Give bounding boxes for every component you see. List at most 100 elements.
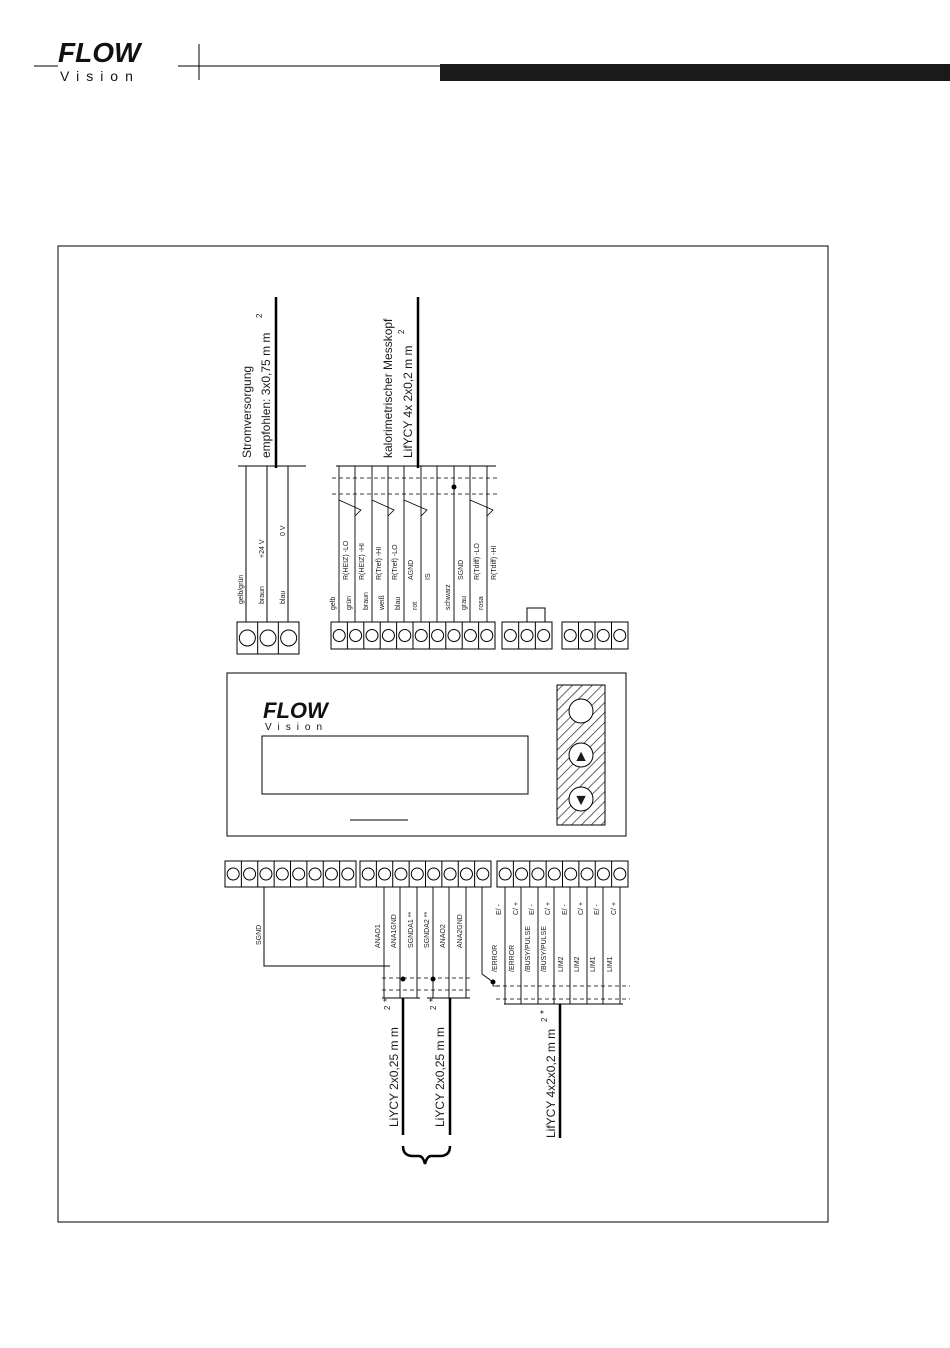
sensor-terminal-4[interactable] [381,629,395,642]
digital-terminal-7[interactable] [596,867,610,881]
header-bar [440,64,950,81]
sensor-terminal-3[interactable] [365,629,379,642]
jumper-terminal-1[interactable] [503,629,517,642]
bottom-left-terminal-1[interactable] [226,867,240,881]
digital-terminal-5[interactable] [564,867,578,881]
digital-signal-a-8: LIM1 [607,956,614,972]
sensor-head: kalorimetrischer Messkopf LifYCY 4x 2x0,… [330,297,500,650]
analog-cable-1-sup: 2 [383,1005,392,1010]
digital-terminal-8[interactable] [613,867,627,881]
power-color-3: blau [280,591,287,604]
sensor-signal-3: R(Tref) -HI [376,547,383,580]
digital-signal-a-7: LIM1 [590,956,597,972]
analog-terminal-5[interactable] [427,867,441,881]
digital-signal-a-4: /BUSY/PULSE [541,926,548,972]
bottom-left-terminal-3[interactable] [259,867,273,881]
device-logo-sub: Vision [265,722,328,733]
digital-terminal-1[interactable] [498,867,512,881]
analog-terminal-3[interactable] [394,867,408,881]
analog-terminal-8[interactable] [476,867,490,881]
digital-terminal-6[interactable] [580,867,594,881]
bottom-left-terminal-7[interactable] [324,867,338,881]
bottom-left-terminal-4[interactable] [275,867,289,881]
spare-terminal-2[interactable] [580,629,594,642]
jumper-terminal-3[interactable] [537,629,551,642]
sensor-color-3: braun [363,592,370,610]
sensor-color-5: blau [395,597,402,610]
analog-cable-2-star: * [428,998,439,1002]
digital-signal-a-5: LIM2 [558,956,565,972]
sensor-signal-6: IS [425,573,432,580]
digital-signal-a-3: /BUSY/PULSE [525,926,532,972]
digital-signal-b-6: C/ + [578,902,585,915]
analog-terminal-4[interactable] [410,867,424,881]
sensor-color-4: weiß [379,595,386,611]
device-button-up[interactable] [568,742,594,768]
sensor-terminal-6[interactable] [414,629,428,642]
device-button-down[interactable] [568,786,594,812]
power-terminal-2[interactable] [259,629,277,647]
analog-terminal-6[interactable] [443,867,457,881]
digital-cable-star: * [539,1010,550,1014]
digital-terminal-4[interactable] [547,867,561,881]
digital-signal-b-7: E/ - [594,903,601,915]
device-unit: FLOW Vision ▲ ▼ [226,672,627,837]
analog-cable-2-sup: 2 [429,1005,438,1010]
analog-brace [401,1145,452,1165]
down-arrow-icon: ▼ [573,792,589,809]
analog-terminal-2[interactable] [378,867,392,881]
digital-terminal-2[interactable] [515,867,529,881]
power-supply: Stromversorgung empfohlen: 3x0,75 m m 2 … [236,297,306,655]
sensor-color-7: schwarz [445,584,452,610]
analog-terminal-7[interactable] [459,867,473,881]
bottom-left-terminal-6[interactable] [308,867,322,881]
sensor-terminal-7[interactable] [431,629,445,642]
sensor-terminal-10[interactable] [480,629,494,642]
digital-signal-b-3: E/ - [529,903,536,915]
sensor-title: kalorimetrischer Messkopf [381,318,395,458]
digital-terminal-3[interactable] [531,867,545,881]
device-button-enter[interactable] [568,698,594,724]
sensor-terminal-8[interactable] [447,629,461,642]
analog-signal-1: ANAO1 [375,924,382,948]
bottom-left-terminal-8[interactable] [341,867,355,881]
sensor-signal-1: R(HEIZ) -LO [343,540,350,580]
sensor-terminal-2[interactable] [349,629,363,642]
digital-signal-b-8: C/ + [611,902,618,915]
sensor-color-9: rosa [478,596,485,610]
sensor-signal-8: R(Tdiff) -LO [474,543,481,580]
digital-signal-a-6: LIM2 [574,956,581,972]
header-logo-sub: Vision [60,68,140,84]
spare-terminal-4[interactable] [613,629,627,642]
bottom-left-terminal-5[interactable] [292,867,306,881]
power-terminal-1[interactable] [238,629,256,647]
power-terminal-3[interactable] [280,629,298,647]
power-signal-1: +24 V [259,539,266,558]
sensor-color-2: grün [346,596,353,610]
bottom-terminal-left: SGND [224,860,390,967]
sensor-terminal-1[interactable] [332,629,346,642]
power-title: Stromversorgung [240,366,254,458]
jumper-terminal-2[interactable] [520,629,534,642]
sensor-terminal-9[interactable] [463,629,477,642]
analog-cable-2-label: LiYCY 2x0,25 m m [433,1027,447,1127]
power-color-1: gelb/grün [238,575,245,604]
spare-terminal-3[interactable] [596,629,610,642]
spare-terminal-1[interactable] [563,629,577,642]
sgnd-label: SGND [256,925,263,945]
sensor-cable: LifYCY 4x 2x0,2 m m [401,346,415,459]
analog-signal-5: ANAO2 [440,924,447,948]
up-arrow-icon: ▲ [573,748,589,765]
sensor-signal-9: R(Tdiff) -HI [491,545,498,580]
bottom-left-terminal-2[interactable] [243,867,257,881]
analog-shield-junction-1 [400,976,406,982]
digital-signal-a-1: /ERROR [492,945,499,972]
sensor-terminal-5[interactable] [398,629,412,642]
analog-terminal-1[interactable] [361,867,375,881]
analog-signal-6: ANA2GND [457,914,464,948]
sensor-sup: 2 [397,329,406,334]
sensor-signal-7: SGND [458,560,465,580]
